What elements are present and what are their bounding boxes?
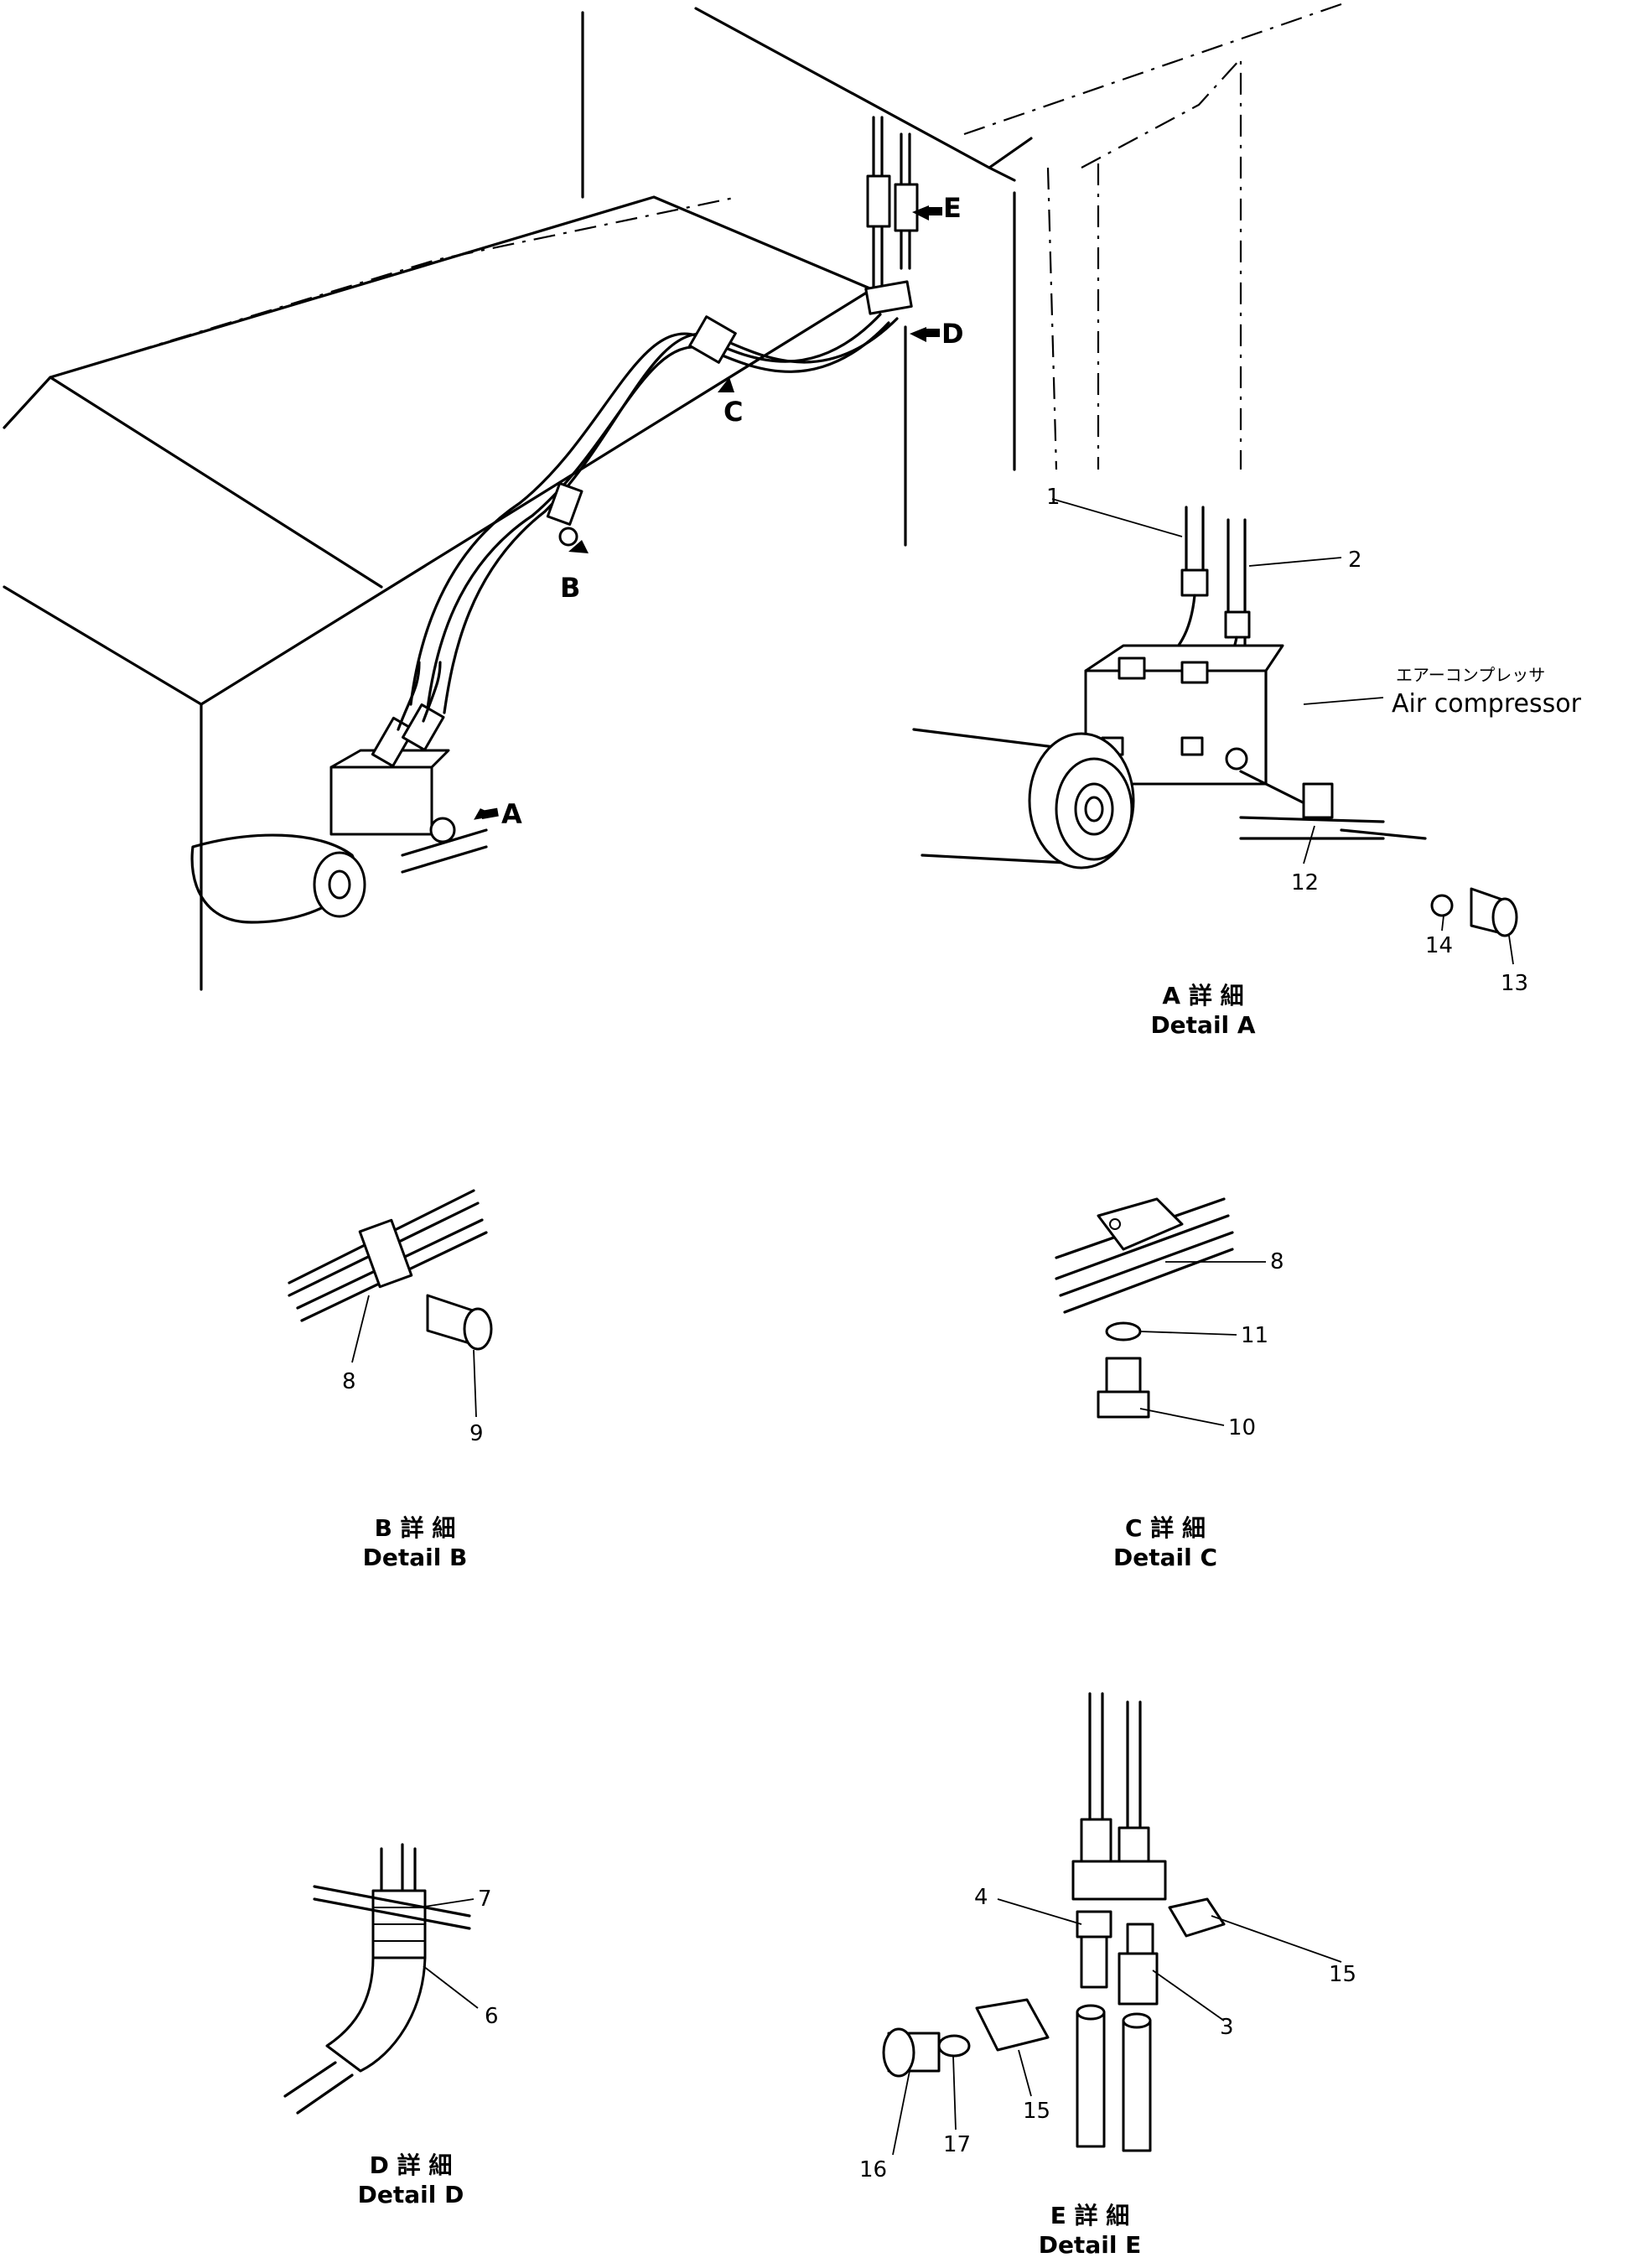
part-number-6: 6 (485, 2004, 499, 2029)
detail-d-drawing (285, 1845, 469, 2113)
part-number-4: 4 (974, 1885, 988, 1910)
air-compressor-label: Air compressor (1392, 689, 1581, 719)
detail-c-caption: C 詳 細 Detail C (1081, 1513, 1249, 1572)
part-number-8-detail-c: 8 (1270, 1249, 1284, 1274)
air-compressor-jp-label: エアーコンプレッサ (1396, 665, 1546, 685)
detail-a-drawing (914, 507, 1517, 936)
part-number-12: 12 (1291, 870, 1320, 895)
callout-d-label: D (941, 318, 964, 350)
callout-arrows (474, 205, 942, 820)
part-number-7: 7 (478, 1887, 492, 1912)
detail-e-caption: E 詳 細 Detail E (1006, 2201, 1174, 2260)
callout-a-label: A (501, 798, 522, 830)
part-number-14: 14 (1425, 933, 1454, 958)
part-number-11: 11 (1241, 1323, 1269, 1348)
part-number-15-left: 15 (1023, 2099, 1051, 2124)
detail-e-caption-jp: E 詳 細 (1050, 2202, 1130, 2229)
hose-assembly (192, 117, 917, 922)
part-number-17: 17 (943, 2132, 972, 2157)
part-number-15-right: 15 (1329, 1962, 1357, 1987)
detail-b-drawing (289, 1191, 491, 1349)
part-number-8-detail-b: 8 (342, 1369, 356, 1394)
part-number-3: 3 (1220, 2015, 1234, 2040)
detail-b-caption: B 詳 細 Detail B (331, 1513, 499, 1572)
part-number-16: 16 (859, 2157, 888, 2182)
part-number-1: 1 (1046, 485, 1061, 510)
detail-c-caption-en: Detail C (1112, 1544, 1217, 1571)
detail-e-caption-en: Detail E (1038, 2231, 1142, 2259)
machine-body (4, 4, 1341, 989)
detail-a-caption-en: Detail A (1150, 1011, 1256, 1039)
detail-a-caption-jp: A 詳 細 (1162, 982, 1244, 1009)
detail-d-caption: D 詳 細 Detail D (327, 2151, 495, 2209)
detail-e-drawing (884, 1694, 1224, 2151)
callout-c-label: C (723, 396, 744, 428)
detail-b-caption-en: Detail B (362, 1544, 468, 1571)
callout-e-label: E (943, 192, 962, 224)
detail-d-caption-en: Detail D (357, 2181, 464, 2208)
callout-b-label: B (560, 572, 581, 604)
detail-c-drawing (1056, 1199, 1232, 1417)
part-number-13: 13 (1501, 971, 1529, 996)
leader-lines (352, 499, 1513, 2155)
detail-a-caption: A 詳 細 Detail A (1119, 981, 1287, 1040)
detail-d-caption-jp: D 詳 細 (369, 2151, 453, 2179)
part-number-9: 9 (469, 1421, 484, 1446)
detail-c-caption-jp: C 詳 細 (1124, 1514, 1206, 1542)
part-number-10: 10 (1228, 1415, 1257, 1440)
part-number-2: 2 (1348, 548, 1362, 573)
detail-b-caption-jp: B 詳 細 (374, 1514, 456, 1542)
